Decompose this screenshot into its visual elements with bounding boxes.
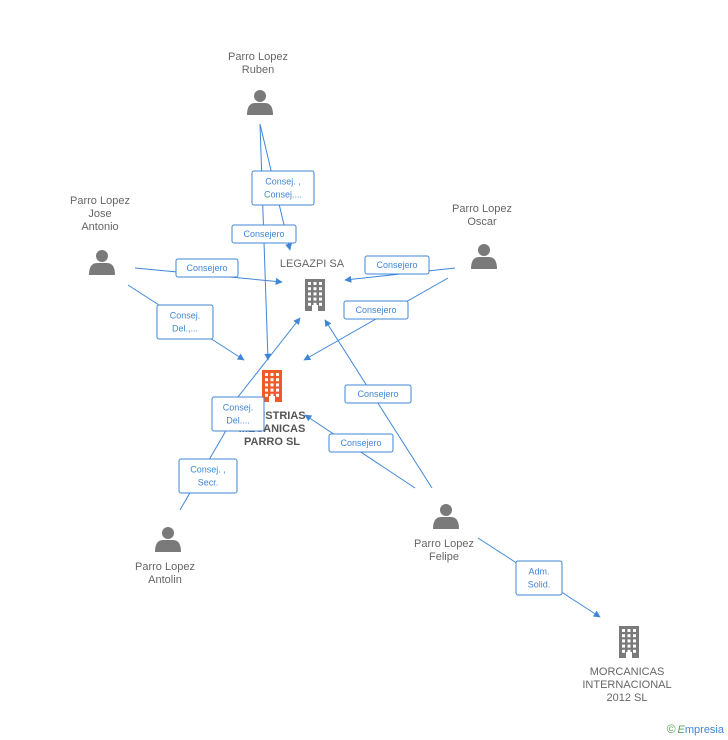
edge-label-box [344,384,412,404]
node-label-line: Parro Lopez [414,538,474,550]
edge-label-text: Adm. [528,567,549,577]
edge-label-text: Consej. [223,403,254,413]
building-icon [262,370,282,402]
person-icon [89,250,115,275]
edge-label-text: Solid. [528,580,551,590]
edge-label-ruben-legazpi[interactable]: Consej. , Consej.... [251,170,315,206]
person-head [478,244,490,256]
person-icon [433,504,459,529]
person-body [155,540,181,552]
building-icon [619,626,639,658]
edge-label-text: Consejero [243,229,284,239]
node-label-line: Jose [88,208,111,220]
footer-brand[interactable]: ©Empresia [667,722,724,736]
edge-label-box [156,304,214,340]
node-label-line: PARRO SL [244,436,300,448]
edge-felipe-legazpi [324,319,433,489]
node-legazpi[interactable]: LEGAZPI SA [280,258,345,311]
edge-label-text: Consejero [376,260,417,270]
edge-label-box [515,560,563,596]
edge-label-text: Consej.... [264,190,302,200]
copyright-symbol: © [666,722,676,736]
person-body [89,263,115,275]
person-body [471,257,497,269]
person-body [433,517,459,529]
node-label-line: LEGAZPI SA [280,258,345,270]
person-head [162,527,174,539]
person-head [96,250,108,262]
node-label-line: MORCANICAS [590,666,665,678]
edge-label-felipe-morcanicas[interactable]: Adm. Solid. [515,560,563,596]
node-label-line: Antolin [148,574,182,586]
edge-label-box [231,224,297,244]
node-label-line: 2012 SL [607,692,648,704]
person-icon [155,527,181,552]
edge-label-felipe-main[interactable]: Consejero [328,433,394,453]
edge-label-text: Del.... [226,416,250,426]
edge-label-box [251,170,315,206]
edge-label-antolin-main[interactable]: Consej. , Secr. [178,458,238,494]
edge-label-felipe-legazpi[interactable]: Consejero [344,384,412,404]
person-body [247,103,273,115]
edge-label-jose-main[interactable]: Consej. Del.,... [156,304,214,340]
edge-label-box [328,433,394,453]
person-head [440,504,452,516]
edge-label-text: Consejero [357,389,398,399]
edge-label-text: Del.,... [172,324,198,334]
edge-label-jose-legazpi[interactable]: Consejero [175,258,239,278]
node-label-line: Parro Lopez [228,51,288,63]
edge-label-box [175,258,239,278]
person-icon [471,244,497,269]
node-label-line: Parro Lopez [70,195,130,207]
edge-label-oscar-legazpi[interactable]: Consejero [364,255,430,275]
person-head [254,90,266,102]
node-label-line: Parro Lopez [452,203,512,215]
edge-label-text: Consejero [186,263,227,273]
edge-label-box [343,300,409,320]
edge-label-antolin-legazpi[interactable]: Consej. Del.... [211,396,265,432]
edge-label-box [364,255,430,275]
edge-label-box [178,458,238,494]
building-icon [305,279,325,311]
person-icon [247,90,273,115]
edge-label-text: Consej. , [190,465,226,475]
edge-label-text: Consej. , [265,177,301,187]
edge-label-text: Secr. [198,478,219,488]
edge-label-text: Consejero [340,438,381,448]
brand-name: mpresia [684,724,724,736]
edge-label-ruben-main[interactable]: Consejero [231,224,297,244]
edge-label-oscar-main[interactable]: Consejero [343,300,409,320]
node-label-line: Antonio [81,221,118,233]
edge-label-box [211,396,265,432]
node-label-line: Felipe [429,551,459,563]
edges-layer [127,123,601,618]
edge-label-text: Consej. [170,311,201,321]
node-label-line: Oscar [467,216,497,228]
edge-label-text: Consejero [355,305,396,315]
node-label-line: INTERNACIONAL [582,679,671,691]
node-label-line: Ruben [242,64,274,76]
brand-initial: E [677,724,685,736]
edge-labels-layer: Consej. ,Consej....ConsejeroConsejeroCon… [156,170,563,596]
node-label-line: Parro Lopez [135,561,195,573]
